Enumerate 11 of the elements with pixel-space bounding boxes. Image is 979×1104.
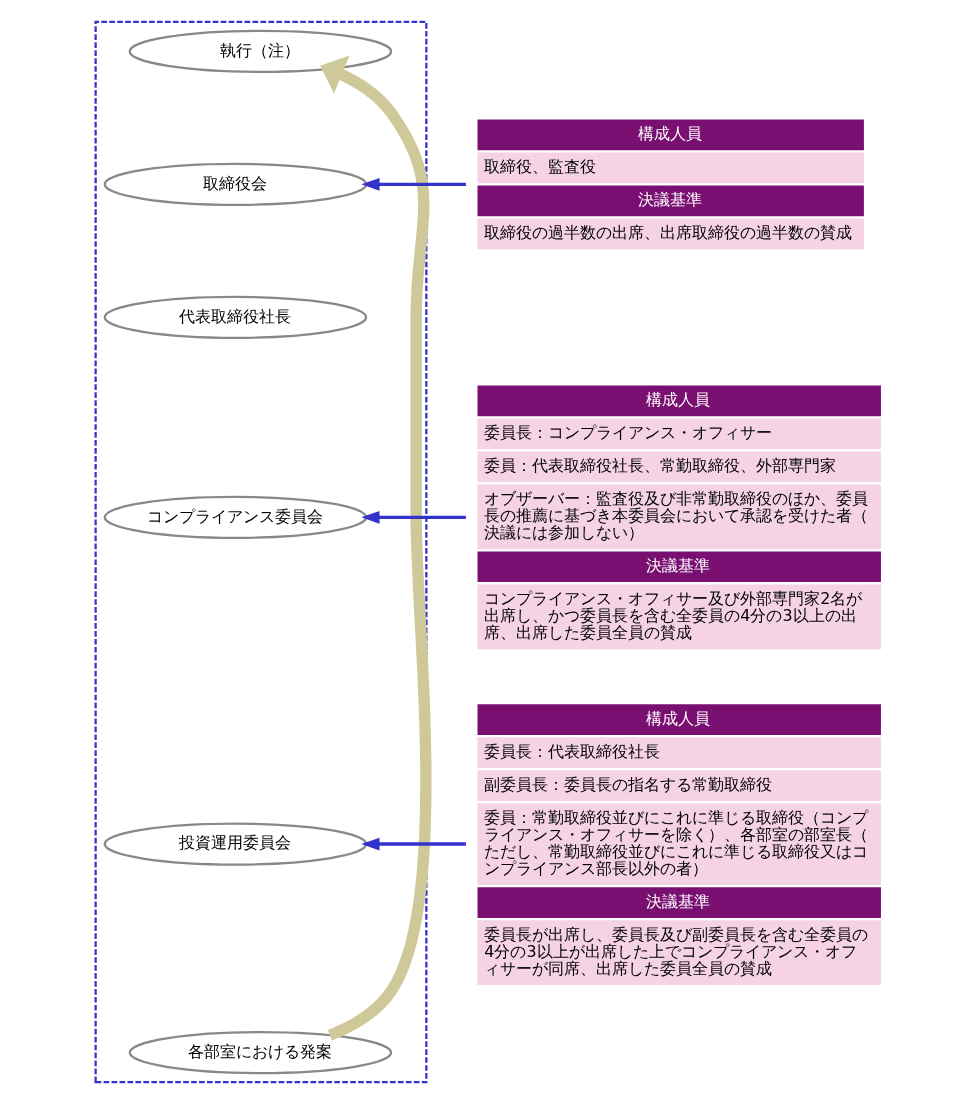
node-ellipse: 投資運用委員会 bbox=[103, 822, 367, 866]
node-ellipse: 取締役会 bbox=[103, 162, 367, 206]
node-ellipse: コンプライアンス委員会 bbox=[103, 495, 367, 539]
cluster bbox=[94, 20, 427, 1084]
arrow bbox=[360, 177, 466, 191]
arrow bbox=[360, 837, 466, 851]
arrow bbox=[360, 510, 466, 524]
node-ellipse: 各部室における発案 bbox=[128, 1031, 392, 1075]
node-ellipse: 代表取締役社長 bbox=[103, 295, 367, 339]
node-ellipse: 執行（注） bbox=[128, 29, 392, 73]
arrow bbox=[319, 55, 431, 1041]
